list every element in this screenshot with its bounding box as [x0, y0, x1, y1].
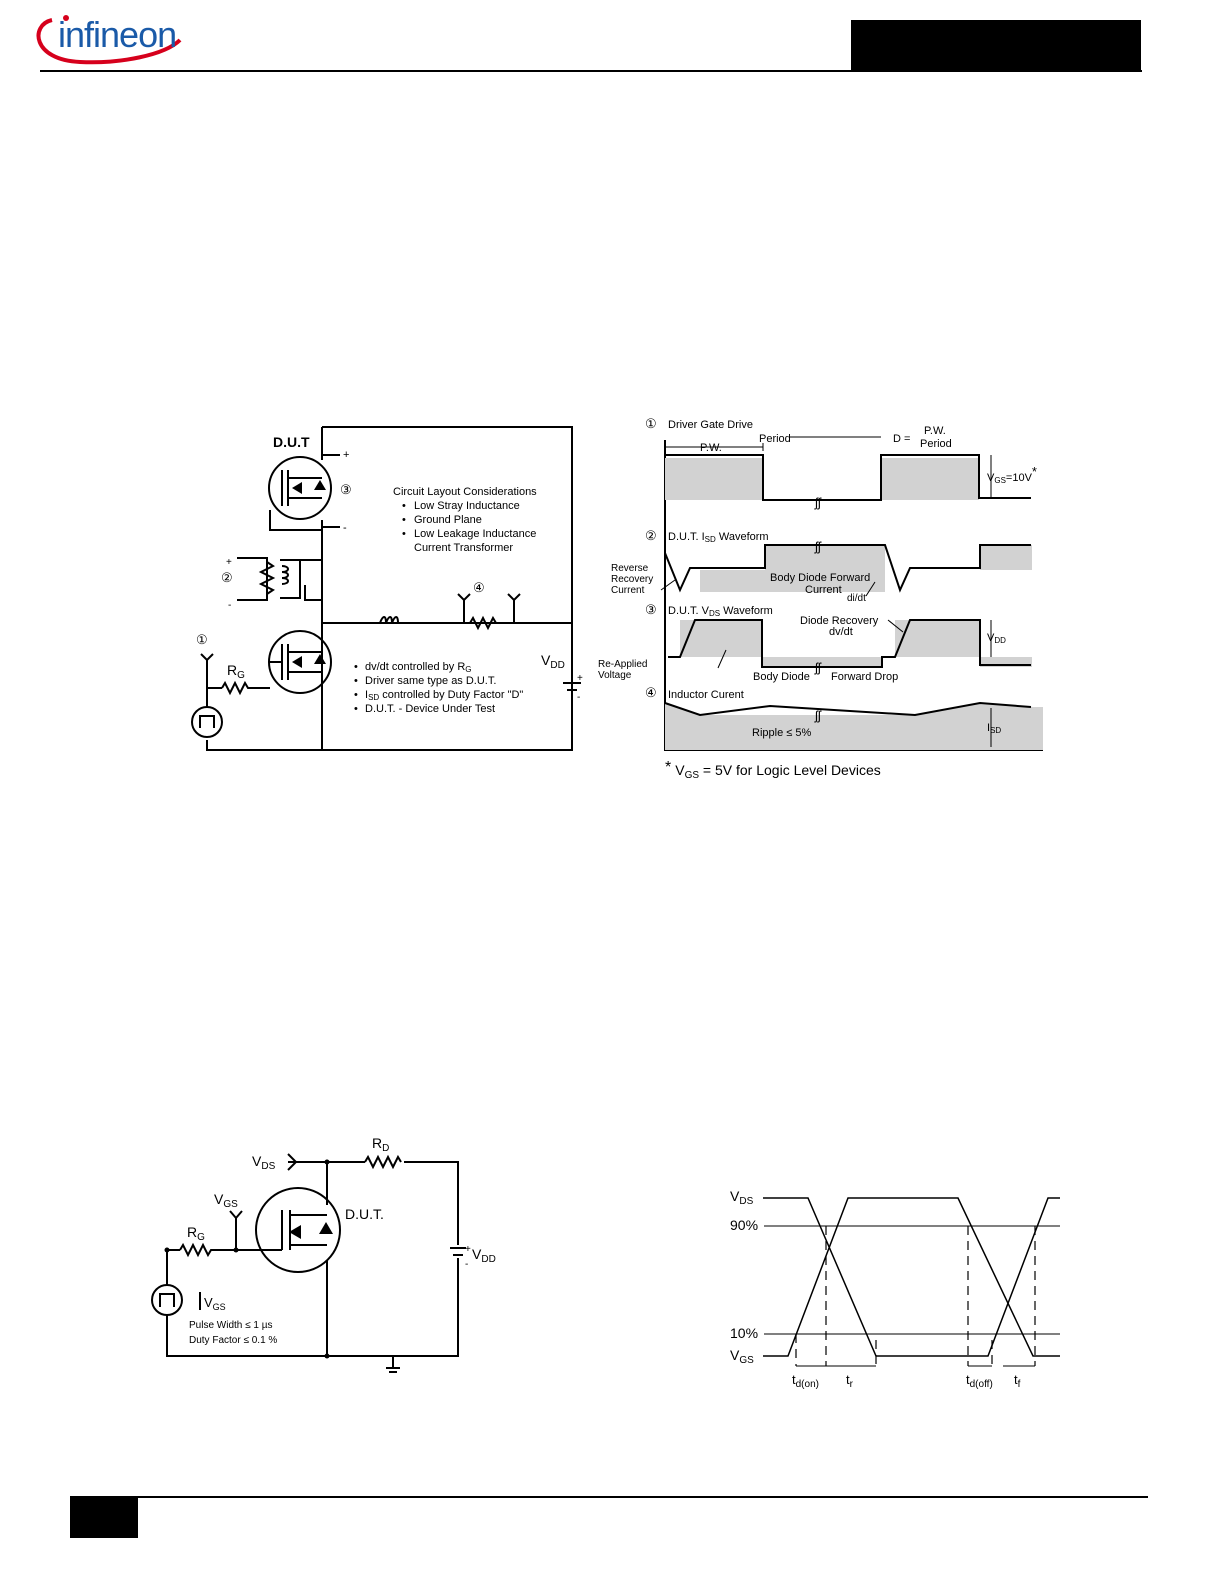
f2w-vgs-label: VGS — [730, 1347, 754, 1366]
f2-vds-label: VDS — [252, 1153, 276, 1172]
bd-current-label: Current — [805, 584, 842, 596]
consideration-1: Low Stray Inductance — [414, 500, 520, 512]
wave-marker-2: ② — [645, 528, 657, 543]
reapplied-label: Re-Applied — [598, 659, 647, 670]
dvdt-label: dv/dt — [829, 626, 853, 638]
header-black-block — [851, 20, 1141, 72]
f2w-tdon-label: td(on) — [792, 1372, 819, 1390]
d-den-label: Period — [920, 438, 952, 450]
driver-gate-drive-label: Driver Gate Drive — [668, 419, 753, 431]
body-diode-label: Body Diode — [753, 671, 810, 683]
d-eq-label: D = — [893, 433, 910, 445]
break-mark: ʃʃ — [814, 708, 822, 723]
footer-black-block — [70, 1496, 138, 1538]
break-mark: ʃʃ — [814, 539, 822, 554]
logic-level-footnote: *VGS = 5V for Logic Level Devices — [665, 759, 881, 781]
recovery-label: Recovery — [611, 574, 653, 585]
header-rule — [40, 70, 1142, 72]
dut-label: D.U.T — [273, 434, 310, 450]
f2-vdd-label: VDD — [472, 1246, 496, 1265]
f2w-tf-label: tf — [1014, 1372, 1021, 1390]
consideration-2: Ground Plane — [414, 514, 482, 526]
f2w-90-label: 90% — [730, 1217, 758, 1233]
f2-dut-label: D.U.T. — [345, 1206, 384, 1222]
f2-vgs-label: VGS — [214, 1191, 238, 1210]
logo-swoosh-icon — [36, 15, 182, 65]
note-2: Driver same type as D.U.T. — [365, 675, 496, 687]
vdd-label: VDD — [541, 652, 565, 671]
note-4: D.U.T. - Device Under Test — [365, 703, 495, 715]
reverse-label: Reverse — [611, 563, 649, 574]
vds-wave-label: D.U.T. VDS Waveform — [668, 605, 773, 618]
f2-duty-factor: Duty Factor ≤ 0.1 % — [189, 1335, 277, 1346]
body-diode-forward-label: Body Diode Forward — [770, 572, 870, 584]
isd-wave-label: D.U.T. ISD Waveform — [668, 531, 769, 544]
marker-2: ② — [221, 570, 233, 585]
transformer-minus: - — [228, 600, 231, 611]
diode-recovery-label: Diode Recovery — [800, 615, 879, 627]
f2w-vds-label: VDS — [730, 1188, 754, 1207]
rg-label: RG — [227, 662, 245, 681]
vgs10-label: VGS=10V* — [987, 464, 1037, 485]
marker-3: ③ — [340, 482, 352, 497]
wave-marker-3: ③ — [645, 602, 657, 617]
note-1: dv/dt controlled by RG — [365, 661, 472, 674]
consideration-4: Current Transformer — [414, 542, 513, 554]
svg-text:•: • — [354, 661, 358, 673]
minus-label: - — [343, 522, 347, 534]
plus-label: + — [343, 449, 349, 461]
pw-label: P.W. — [700, 442, 722, 454]
f2-pulse-vgs-label: VGS — [204, 1295, 226, 1312]
f2-minus: - — [465, 1259, 468, 1270]
wave-marker-4: ④ — [645, 685, 657, 700]
svg-text:•: • — [402, 514, 406, 526]
break-mark: ʃʃ — [814, 495, 822, 510]
f2w-10-label: 10% — [730, 1325, 758, 1341]
note-3: ISD controlled by Duty Factor "D" — [365, 689, 523, 702]
f2-pulse-width: Pulse Width ≤ 1 µs — [189, 1320, 273, 1331]
f2w-tr-label: tr — [846, 1372, 854, 1390]
svg-text:•: • — [402, 528, 406, 540]
forward-drop-label: Forward Drop — [831, 671, 898, 683]
period-label: Period — [759, 433, 791, 445]
considerations-title: Circuit Layout Considerations — [393, 486, 537, 498]
d-num-label: P.W. — [924, 425, 946, 437]
break-mark: ʃʃ — [814, 660, 822, 675]
inductor-current-label: Inductor Curent — [668, 689, 744, 701]
f2-plus: + — [465, 1244, 471, 1255]
svg-text:•: • — [354, 689, 358, 701]
ripple-label: Ripple ≤ 5% — [752, 727, 811, 739]
marker-1: ① — [196, 632, 208, 647]
battery-minus: - — [577, 692, 580, 703]
f2-rd-label: RD — [372, 1135, 389, 1154]
svg-text:•: • — [402, 500, 406, 512]
marker-4: ④ — [473, 580, 485, 595]
didt-label: di/dt — [847, 593, 866, 604]
footer-rule — [70, 1496, 1148, 1498]
wave-marker-1: ① — [645, 416, 657, 431]
voltage-label: Voltage — [598, 670, 632, 681]
f2w-tdoff-label: td(off) — [966, 1372, 993, 1390]
isd-level-label: ISD — [987, 722, 1001, 735]
logo-text: infineon — [58, 14, 177, 55]
f2-rg-label: RG — [187, 1224, 205, 1243]
current-label: Current — [611, 585, 645, 596]
transformer-plus: + — [226, 557, 232, 568]
vdd-wave-label: VDD — [987, 632, 1006, 645]
battery-plus: + — [577, 673, 583, 684]
consideration-3: Low Leakage Inductance — [414, 528, 536, 540]
svg-text:•: • — [354, 675, 358, 687]
svg-text:•: • — [354, 703, 358, 715]
